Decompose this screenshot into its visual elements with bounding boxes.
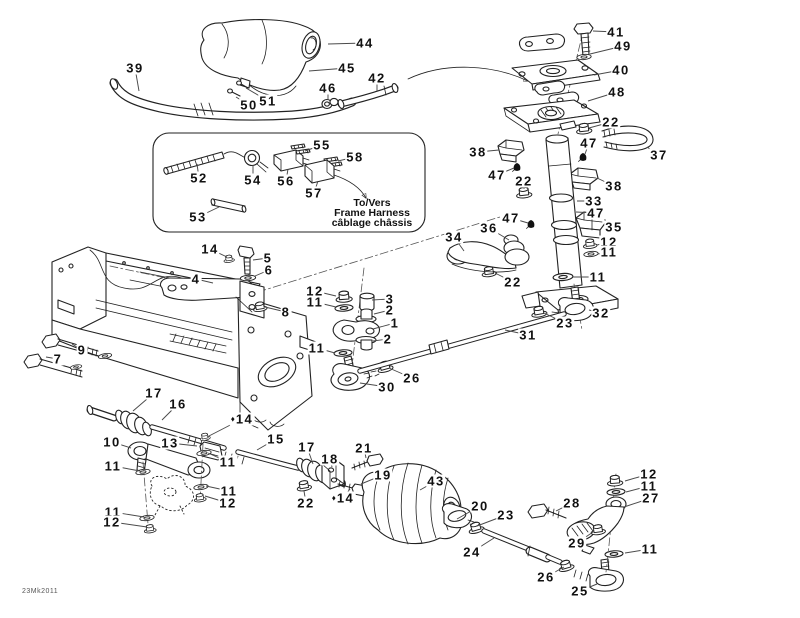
pitman-arm-art: [330, 267, 567, 391]
note-line-1: To/Vers: [353, 197, 391, 209]
tie-rod-linkage-art: [86, 404, 627, 592]
inset-box-art: [152, 132, 426, 233]
handlebar-art: [109, 19, 528, 121]
plate-code: 23Mk2011: [22, 588, 59, 595]
steering-support-art: [159, 211, 517, 319]
steering-column-art: [446, 22, 654, 331]
note-line-2: Frame Harness: [334, 206, 410, 219]
note-line-3: câblage châssis: [331, 216, 413, 229]
harness-routing-note: To/Vers Frame Harness câblage châssis: [316, 197, 428, 229]
frame-art: [23, 246, 317, 431]
